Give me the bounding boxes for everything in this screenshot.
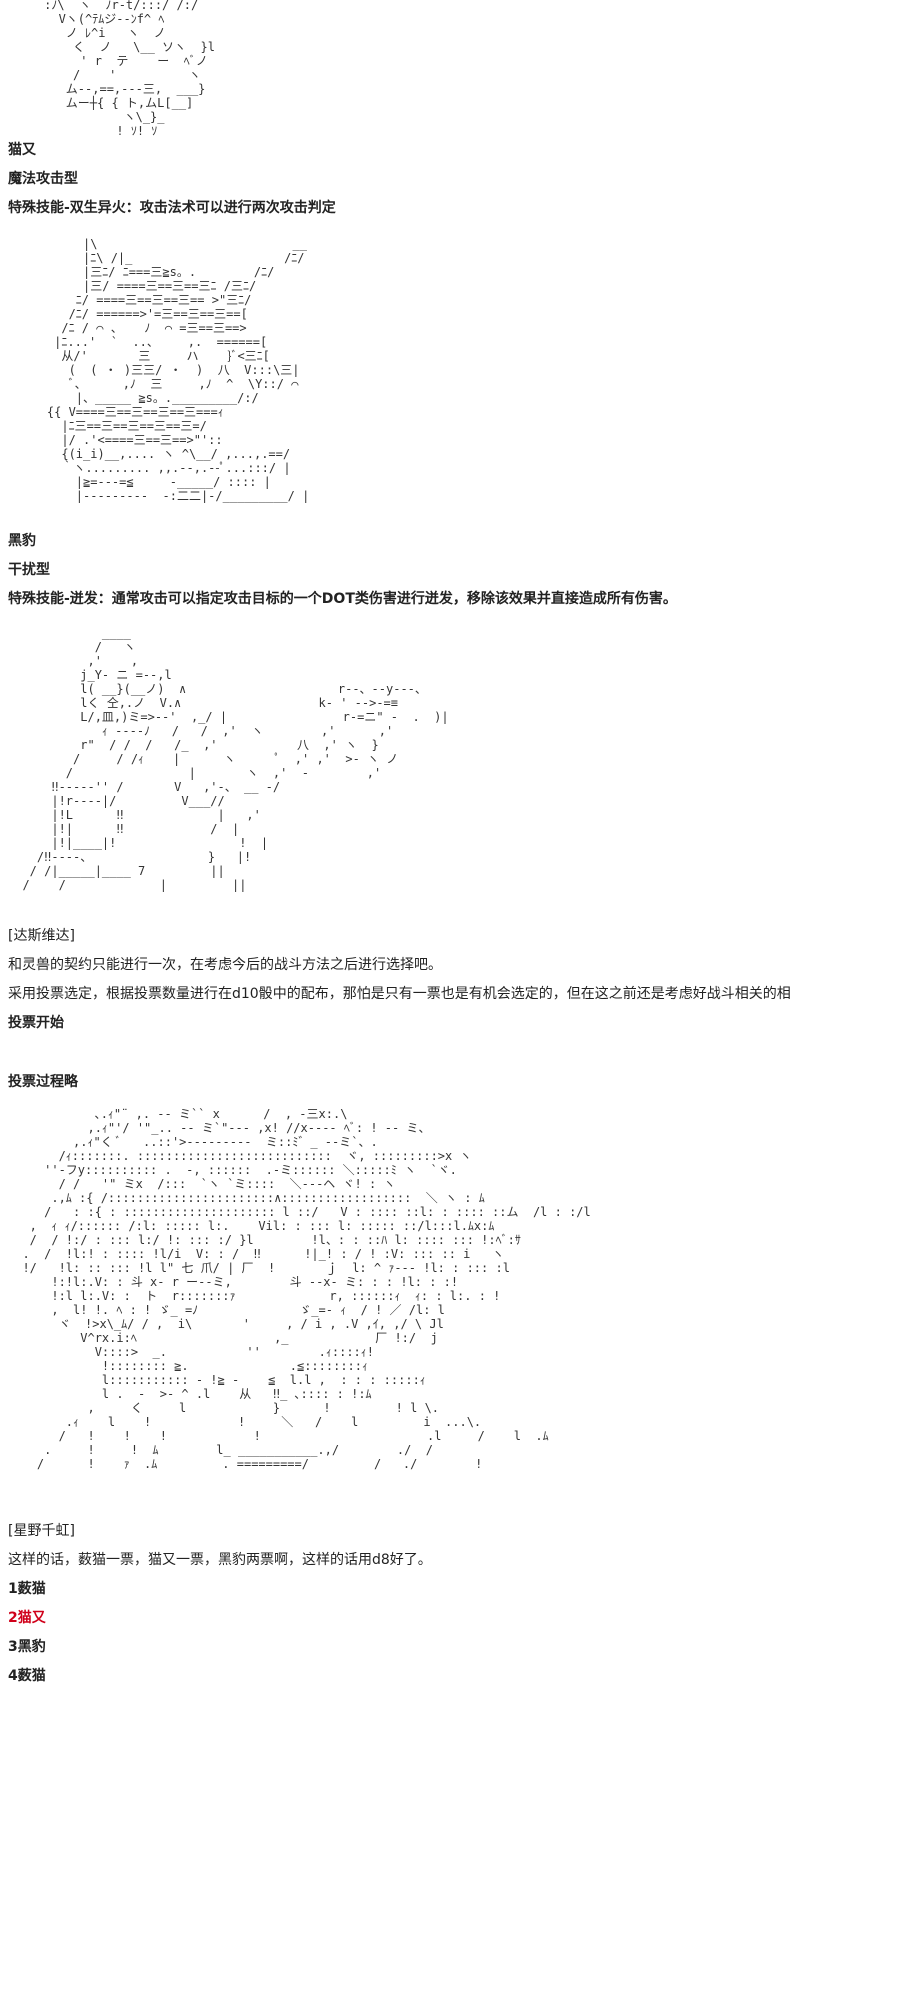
familiar-name: 猫又 (8, 142, 36, 158)
option-item: 4薮猫 (8, 1668, 46, 1684)
ascii-art-top: :ﾉ\ ヽ ﾉr-t/:::/ /:/ Vヽ(^ﾃﾑジ--ﾝf^ ﾍ ノ ﾚ^i… (44, 0, 215, 136)
spacer (8, 1038, 916, 1068)
ascii-art-cat: |\ __ |ﾆ\ /|_ /ﾆ/ |三ﾆ/ ﾆ===三≧s。. /ﾆ/ |三/… (46, 237, 310, 503)
vote-omitted-heading: 投票过程略 (8, 1074, 78, 1090)
vote-start-heading: 投票开始 (8, 1015, 64, 1031)
familiar-name: 黑豹 (8, 533, 36, 549)
familiar-type: 魔法攻击型 (8, 171, 78, 187)
option-item: 1薮猫 (8, 1581, 46, 1597)
speaker-name: [星野千虹] (8, 1523, 75, 1539)
option-item-highlighted: 2猫又 (8, 1610, 46, 1626)
option-item: 3黑豹 (8, 1639, 46, 1655)
ascii-art-fight: ____ / ヽ ,' , j_Y- ニ =--,l l( __}(__ノ) ∧… (22, 626, 449, 892)
dialogue-line: 和灵兽的契约只能进行一次，在考虑今后的战斗方法之后进行选择吧。 (8, 957, 442, 973)
ascii-art-girl: ､.ｨ"¨ ,. -- ミ`` x / , -三x:.\ ,.ｨ"'/ '"_.… (22, 1107, 591, 1471)
familiar-skill: 特殊技能-迸发：通常攻击可以指定攻击目标的一个DOT类伤害进行迸发，移除该效果并… (8, 591, 677, 607)
familiar-skill: 特殊技能-双生异火：攻击法术可以进行两次攻击判定 (8, 200, 336, 216)
speaker-name: [达斯维达] (8, 928, 75, 944)
dialogue-line: 采用投票选定，根据投票数量进行在d10骰中的配布，那怕是只有一票也是有机会选定的… (8, 986, 791, 1002)
dialogue-line: 这样的话，薮猫一票，猫又一票，黑豹两票啊，这样的话用d8好了。 (8, 1552, 432, 1568)
familiar-type: 干扰型 (8, 562, 50, 578)
